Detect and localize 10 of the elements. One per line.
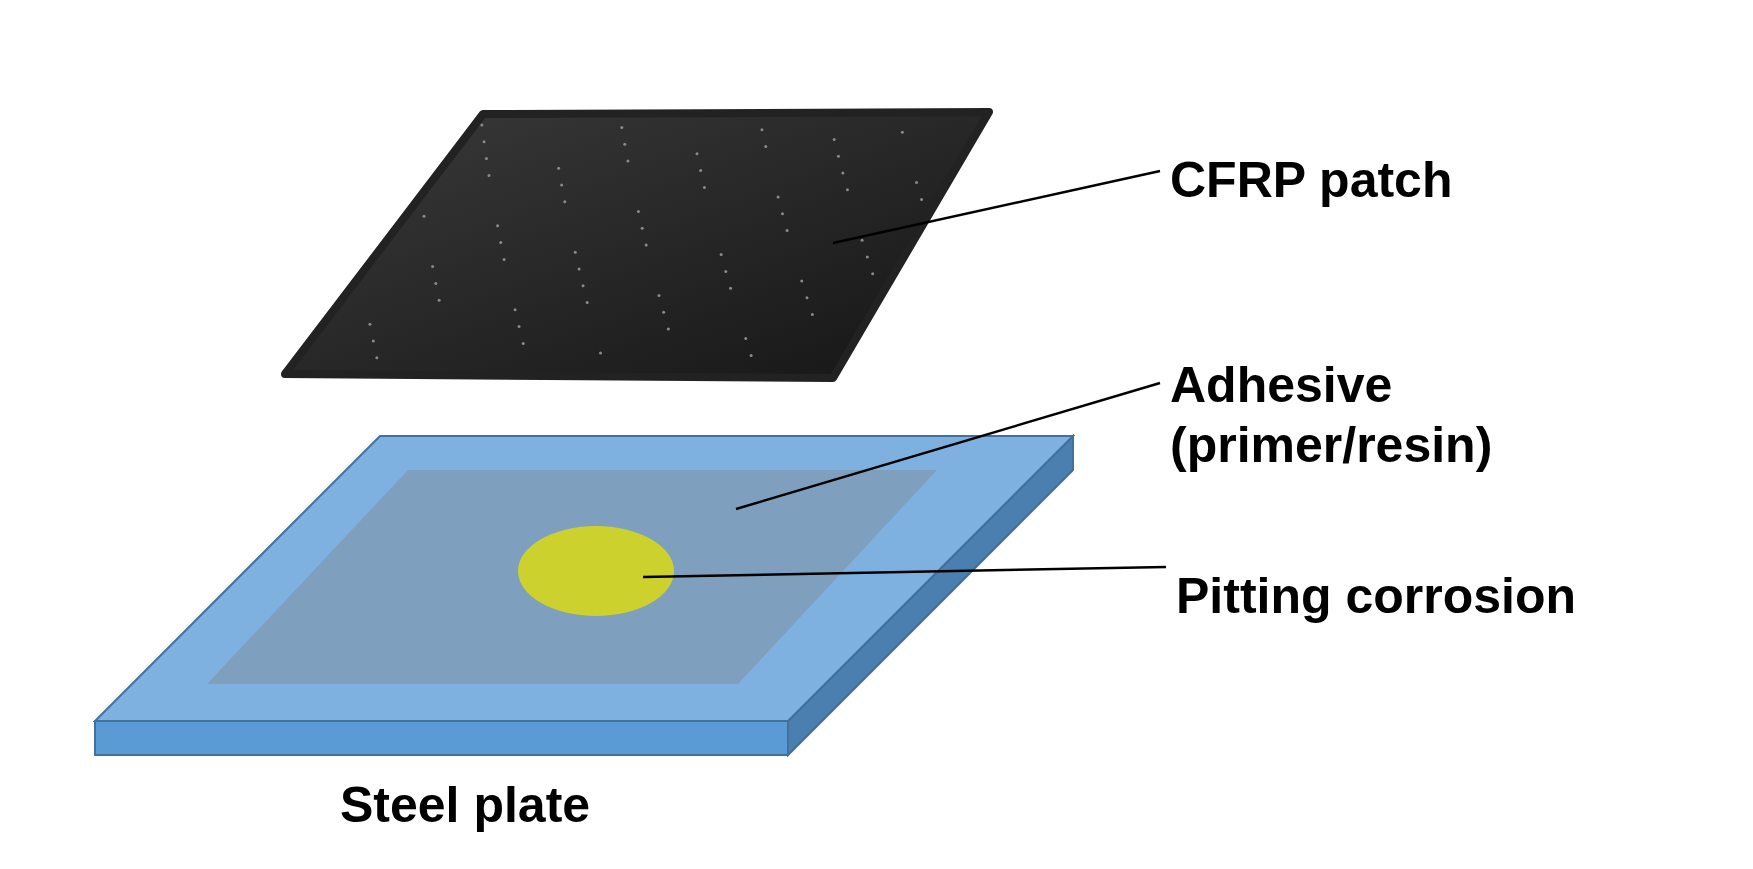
leader-line (832, 169, 1161, 245)
leader-line (642, 565, 1167, 579)
adhesive-layer (207, 470, 937, 684)
leader-line (735, 381, 1161, 511)
corrosion-pit (518, 526, 674, 616)
cfrp-patch-picture (283, 110, 993, 382)
part-label: Pitting corrosion (1176, 567, 1577, 626)
part-label: Steel plate (340, 776, 591, 835)
part-label: Adhesive (primer/resin) (1170, 356, 1494, 475)
part-label: CFRP patch (1170, 151, 1454, 210)
